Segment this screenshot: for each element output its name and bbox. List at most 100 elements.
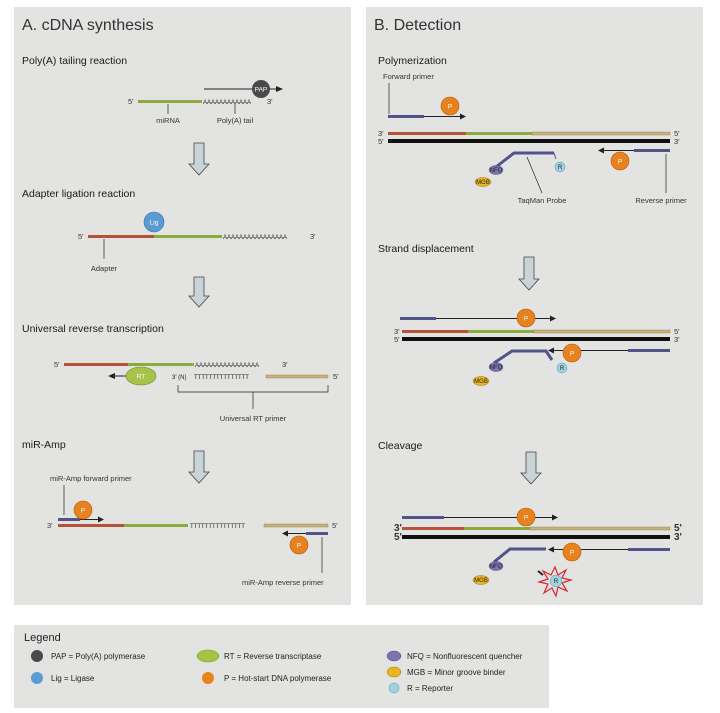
poly-p-label-rev: P <box>618 159 622 166</box>
poly-forward-primer <box>388 115 424 118</box>
amp-reverse-arrowhead-icon <box>282 530 288 537</box>
poly-reverse-primer-label: Reverse primer <box>635 196 687 205</box>
rt-ts-text: TTTTTTTTTTTTTTT <box>194 375 249 381</box>
rt-mirna-strand <box>128 363 194 366</box>
ligation-mirna-strand <box>154 235 222 238</box>
lig-label: Lig <box>150 220 159 227</box>
cleave-forward-arrowhead-icon <box>552 514 558 521</box>
rt-tail-text: AAAAAAAAAAAAAAAA <box>195 363 259 369</box>
step-arrow-4-icon <box>518 256 540 291</box>
detection-diagram: B. Detection Polymerization Forward prim… <box>374 17 687 598</box>
amp-mirna-strand <box>124 524 188 527</box>
rt-primer-bracket <box>177 385 329 393</box>
ligation-3prime: 3' <box>310 232 316 241</box>
poly-forward-primer-label: Forward primer <box>383 72 434 81</box>
legend-nfq-icon <box>386 650 402 662</box>
ligation-tail-text: AAAAAAAAAAAAAAAA <box>223 235 287 241</box>
amp-forward-primer-label: miR-Amp forward primer <box>50 474 132 483</box>
poly-3prime-bottom: 3' <box>674 137 680 146</box>
cleave-polymerase-rev-icon <box>562 542 582 562</box>
cdna-synthesis-diagram: A. cDNA synthesis Poly(A) tailing reacti… <box>22 17 339 587</box>
cleave-reverse-arrowhead-icon <box>548 546 554 553</box>
cleave-nfq-icon <box>488 561 504 571</box>
cleave-mgb-icon <box>472 575 490 585</box>
amp-3prime: 3' <box>47 521 53 530</box>
amp-ts-text: TTTTTTTTTTTTTTT <box>190 524 245 530</box>
disp-template-strand <box>402 337 670 341</box>
step-arrow-1-icon <box>188 142 210 176</box>
cleave-heading: Cleavage <box>378 440 423 452</box>
poly-reporter-icon <box>554 161 566 173</box>
legend-mgb-icon <box>386 666 402 678</box>
legend-r-text: R = Reporter <box>407 684 453 693</box>
rt-5prime-bottom: 5' <box>333 372 339 381</box>
amp-5prime: 5' <box>332 521 338 530</box>
cleave-5prime-bottom: 5' <box>394 532 402 543</box>
poly-r-label: R <box>558 165 563 171</box>
amp-polymerase-fwd-icon <box>73 500 93 520</box>
cleave-r-label: R <box>554 579 559 585</box>
polya-tail-text: AAAAAAAAAAAA <box>203 100 251 106</box>
rt-3prime-n: 3' (N) <box>172 375 186 381</box>
rt-primer-label: Universal RT primer <box>220 414 287 423</box>
step-arrow-5-icon <box>520 451 542 485</box>
disp-probe-strand <box>493 349 554 365</box>
disp-heading: Strand displacement <box>378 243 474 255</box>
disp-mirna-strand <box>468 330 534 333</box>
step-arrow-2-icon <box>188 276 210 308</box>
poly-polymerase-fwd-icon <box>440 96 460 116</box>
disp-polymerase-rev-icon <box>562 343 582 363</box>
legend-pap-text: PAP = Poly(A) polymerase <box>51 652 146 661</box>
amp-forward-arrowhead-icon <box>98 516 104 523</box>
cleave-forward-primer <box>402 516 444 519</box>
disp-p-label-rev: P <box>570 351 574 358</box>
disp-5prime: 5' <box>674 327 680 336</box>
mirna-label: miRNA <box>156 116 180 125</box>
amp-reverse-primer-label: miR-Amp reverse primer <box>242 578 324 587</box>
rt-heading: Universal reverse transcription <box>22 323 164 335</box>
fluorescence-burst-icon <box>536 565 574 598</box>
legend-mgb-text: MGB = Minor groove binder <box>407 668 506 677</box>
poly-mirna-strand <box>466 132 532 135</box>
legend-pap-icon <box>31 650 43 662</box>
disp-5prime-bottom: 5' <box>394 335 400 344</box>
poly-adapter-strand <box>388 132 466 135</box>
poly-probe-pointer <box>526 156 543 194</box>
cleave-3prime: 3' <box>394 523 402 534</box>
legend-nfq-text: NFQ = Nonfluorescent quencher <box>407 652 523 661</box>
rt-adapter-strand <box>64 363 128 366</box>
pap-enzyme-icon <box>252 80 270 98</box>
cleave-nfq-label: NFQ <box>490 564 503 570</box>
poly-mgb-icon <box>474 177 492 187</box>
polya-5prime: 5' <box>128 97 134 106</box>
poly-forward-arrowhead-icon <box>460 113 466 120</box>
panel-b-title: B. Detection <box>374 17 461 34</box>
ligation-5prime: 5' <box>78 232 84 241</box>
poly-3prime: 3' <box>378 129 384 138</box>
amp-p-label-fwd: P <box>81 508 85 515</box>
disp-reverse-primer <box>628 349 670 352</box>
polya-tail-label: Poly(A) tail <box>217 116 254 125</box>
cleave-polymerase-fwd-icon <box>516 507 536 527</box>
adapter-strand <box>88 235 154 238</box>
disp-polymerase-fwd-icon <box>516 308 536 328</box>
disp-nfq-icon <box>488 362 504 372</box>
legend-panel: Legend PAP = Poly(A) polymerase Lig = Li… <box>14 625 549 708</box>
legend-diagram: Legend PAP = Poly(A) polymerase Lig = Li… <box>24 632 523 694</box>
amp-forward-primer <box>58 518 80 521</box>
legend-p-icon <box>202 672 214 684</box>
mirna-strand <box>138 100 202 103</box>
poly-heading: Polymerization <box>378 55 447 67</box>
legend-lig-icon <box>31 672 43 684</box>
rt-5prime-top: 5' <box>54 360 60 369</box>
rt-arrowhead-icon <box>108 373 115 379</box>
cleave-5prime: 5' <box>674 523 682 534</box>
rt-label: RT <box>137 374 146 381</box>
disp-nfq-label: NFQ <box>490 365 503 371</box>
rt-primer-strand <box>265 374 329 379</box>
poly-5prime-bottom: 5' <box>378 137 384 146</box>
panel-cdna-synthesis: A. cDNA synthesis Poly(A) tailing reacti… <box>14 7 351 605</box>
disp-reverse-arrowhead-icon <box>548 347 554 354</box>
poly-polymerase-rev-icon <box>610 151 630 171</box>
poly-reverse-arrowhead-icon <box>598 147 604 154</box>
